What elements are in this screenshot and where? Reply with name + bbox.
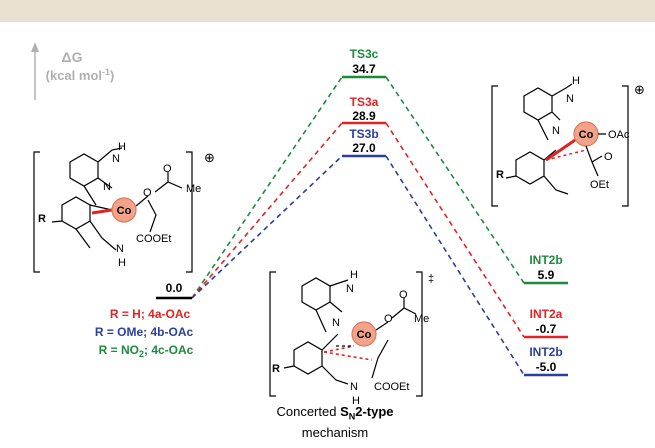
bracket-middle-open (269, 271, 276, 397)
ester-bonds-right (585, 133, 606, 177)
energy-axis: ΔG (kcal mol-1) (31, 42, 114, 100)
caption-sn2: SN2-type (340, 404, 394, 422)
partial-bond-right (545, 149, 587, 161)
o2-left: O (163, 163, 172, 175)
nh-bottom-left-h: H (118, 257, 126, 269)
n-py-left: N (103, 181, 111, 193)
pyridine-ring-middle (301, 277, 331, 311)
nh-right-h: H (572, 75, 580, 87)
bonds-middle (283, 279, 349, 385)
legend-green: R = NO2; 4c-OAc (99, 343, 194, 359)
ester-middle: COOEt (374, 381, 409, 393)
level-int2b-blue-name: INT2b (529, 345, 562, 359)
header-bar (0, 0, 655, 22)
benzene-ring-left (61, 196, 91, 230)
nh-right-n: N (566, 93, 574, 105)
pyridine-ring-left (69, 153, 99, 187)
r-group-right: R (496, 169, 504, 181)
o-right: O (604, 151, 613, 163)
me-left: Me (186, 183, 201, 195)
structure-left: ⊕ H N N N H Co O O Me COOEt R (33, 141, 215, 273)
level-int2b-green-value: 5.9 (538, 268, 555, 282)
bonds-left (51, 147, 123, 251)
charge-middle: ‡ (428, 273, 434, 285)
level-ts3b-value: 27.0 (352, 141, 376, 155)
ester-left: COOEt (136, 233, 171, 245)
o1-middle: O (384, 313, 393, 325)
bracket-right-close (622, 85, 629, 207)
cobalt-atom-middle (351, 321, 377, 347)
partial-bonds-middle (323, 345, 373, 361)
axis-arrowhead-icon (31, 42, 39, 52)
co-c-bond-left (91, 208, 113, 215)
level-int2a-name: INT2a (530, 307, 563, 321)
benzene-ring-middle (293, 341, 323, 375)
co-c-bond-right (545, 136, 579, 162)
me-middle: Me (414, 313, 429, 325)
nh-top-left-n: N (112, 153, 120, 165)
level-start-value: 0.0 (166, 281, 183, 295)
path-start-ts3c (191, 76, 343, 299)
legend-red: R = H; 4a-OAc (110, 307, 191, 321)
reaction-paths (191, 76, 525, 376)
bracket-middle-close (416, 271, 423, 397)
n-py-right: N (552, 125, 560, 137)
level-ts3a-name: TS3a (350, 95, 379, 109)
mechanism-caption: Concerted SN2-type mechanism (230, 404, 440, 441)
o2-middle: O (399, 289, 408, 301)
cobalt-label-right: Co (579, 129, 594, 141)
nh-bottom-middle-n: N (350, 381, 358, 393)
benzene-ring-right (515, 151, 545, 185)
level-ts3c-value: 34.7 (352, 62, 376, 76)
nh-top-middle-n: N (346, 283, 354, 295)
bracket-left-close (186, 151, 193, 273)
path-ts3b-int2b (385, 155, 525, 376)
level-int2b-green-name: INT2b (529, 253, 562, 267)
n-py-middle: N (332, 317, 340, 329)
bracket-left-open (33, 151, 40, 273)
level-int2b-blue-value: -5.0 (536, 360, 557, 374)
level-ts3b-name: TS3b (349, 127, 378, 141)
level-ts3a-value: 28.9 (352, 109, 376, 123)
path-start-ts3b (191, 155, 343, 299)
acetate-bonds-left (135, 172, 183, 233)
oet-right: OEt (590, 179, 609, 191)
pyridine-ring-right (523, 87, 553, 121)
level-int2a-value: -0.7 (536, 322, 557, 336)
cobalt-label-left: Co (117, 205, 132, 217)
path-start-ts3a (191, 122, 343, 299)
charge-right: ⊕ (634, 82, 645, 97)
oac-right: OAc (608, 129, 630, 141)
o1-left: O (143, 187, 152, 199)
substituent-legend: R = H; 4a-OAc R = OMe; 4b-OAc R = NO2; 4… (95, 307, 194, 359)
legend-blue: R = OMe; 4b-OAc (95, 325, 194, 339)
nh-top-middle-h: H (350, 269, 358, 281)
caption-line1: Concerted SN2-type (276, 404, 394, 422)
acetate-bonds-middle (371, 298, 417, 379)
r-group-middle: R (272, 363, 280, 375)
structure-right: ⊕ H N N Co OAc O OEt R (491, 75, 645, 207)
nh-bottom-middle-h: H (352, 395, 360, 407)
caption-line2: mechanism (301, 424, 369, 440)
level-ts3c-name: TS3c (350, 47, 379, 61)
charge-left: ⊕ (204, 150, 215, 165)
energy-levels: 0.0 TS3c 34.7 TS3a 28.9 TS3b 27.0 INT2b … (156, 47, 568, 377)
bracket-right-open (491, 85, 498, 207)
bonds-right (505, 83, 573, 195)
path-ts3a-int2a (385, 122, 525, 338)
r-group-left: R (38, 213, 46, 225)
cobalt-atom-left (111, 197, 137, 223)
nh-bottom-left-n: N (116, 243, 124, 255)
axis-label-delta-g: ΔG (62, 49, 83, 65)
nh-top-left-h: H (118, 141, 126, 153)
structure-middle: ‡ H N N N H Co O O Me COOEt R (269, 269, 434, 407)
axis-label-units: (kcal mol-1) (46, 67, 115, 83)
cobalt-label-middle: Co (357, 329, 372, 341)
